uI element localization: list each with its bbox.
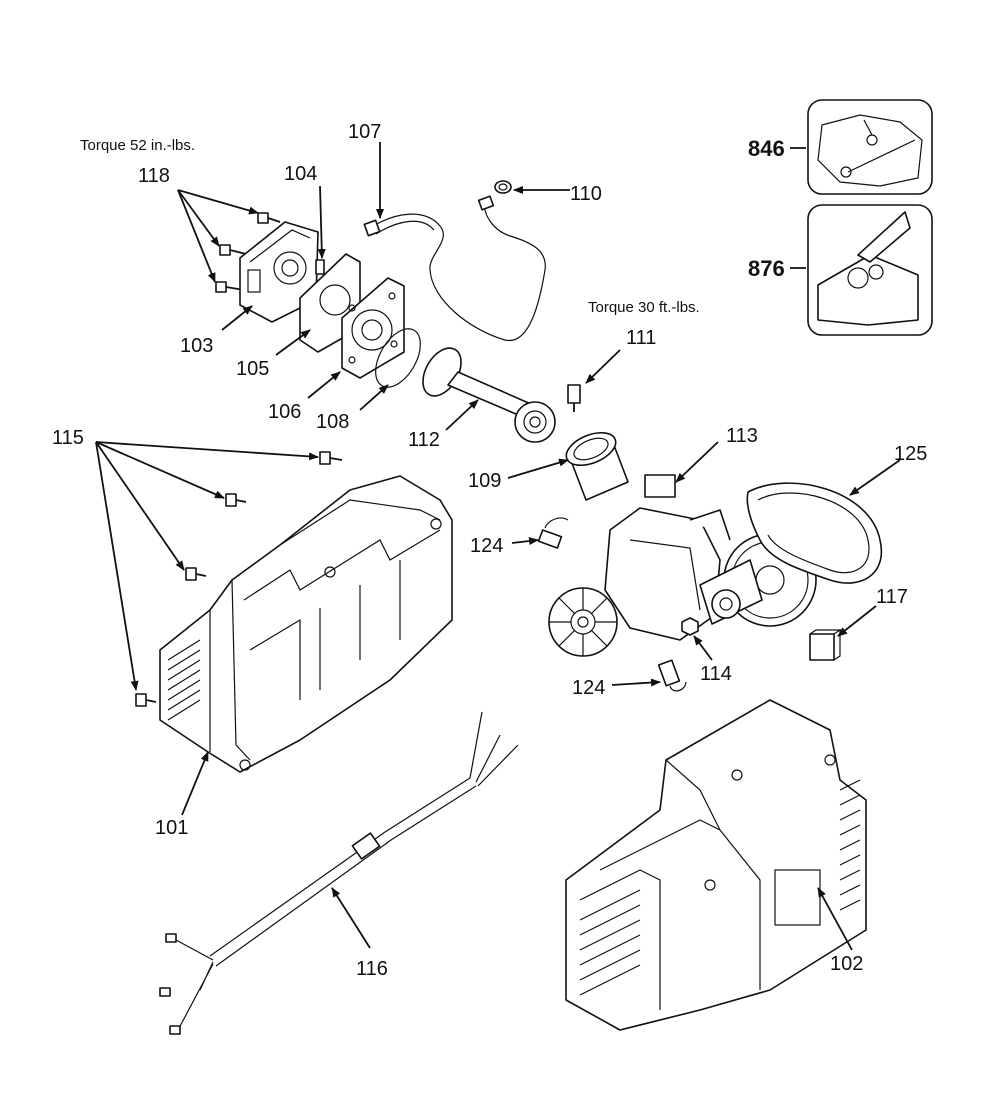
brush-124-upper: [537, 517, 569, 549]
leader-lines: [95, 142, 901, 951]
callout-labels: 118 104 103 105 106 108 107 110 111 112 …: [52, 121, 927, 980]
connecting-rod-112: [422, 347, 556, 443]
valve-104: [315, 259, 325, 275]
callout-124-lower: 124: [572, 677, 605, 699]
callout-102: 102: [830, 953, 863, 975]
callout-124-upper: 124: [470, 535, 503, 557]
cylinder-head-103: [239, 221, 319, 323]
callout-113: 113: [726, 425, 758, 447]
callout-105: 105: [236, 358, 269, 380]
callout-876: 876: [748, 256, 785, 281]
callout-104: 104: [284, 163, 317, 185]
rear-shroud-101: [159, 475, 453, 773]
head-bolts-118: [215, 212, 281, 293]
callout-112: 112: [408, 429, 440, 451]
callout-846: 846: [748, 136, 785, 161]
callout-111: 111: [626, 327, 656, 349]
callout-101: 101: [155, 817, 188, 839]
callout-103: 103: [180, 335, 213, 357]
callout-106: 106: [268, 401, 301, 423]
callout-108: 108: [316, 411, 349, 433]
kit-876-box: [807, 204, 933, 336]
callout-118: 118: [138, 165, 170, 187]
pad-117: [809, 628, 842, 661]
callout-109: 109: [468, 470, 501, 492]
belt-125: [746, 482, 883, 584]
callout-116: 116: [356, 958, 388, 980]
shroud-screws-115: [135, 451, 343, 707]
callout-117: 117: [876, 586, 908, 608]
power-cord-116: [159, 711, 519, 1035]
callout-115: 115: [52, 427, 84, 449]
front-shroud-102: [565, 699, 867, 1031]
outlet-tube-107: [363, 195, 546, 341]
cylinder-sleeve-109: [565, 431, 629, 501]
clamp-110: [494, 180, 512, 194]
valve-plate-106: [341, 277, 405, 379]
nut-114: [681, 617, 699, 636]
kit-846-box: [807, 99, 933, 195]
callout-114: 114: [700, 663, 732, 685]
torque-note-rod: Torque 30 ft.-lbs.: [588, 299, 700, 316]
brush-124-lower: [657, 659, 687, 692]
callout-107: 107: [348, 121, 381, 143]
callout-125: 125: [894, 443, 927, 465]
screw-111: [567, 384, 581, 412]
callout-110: 110: [570, 183, 602, 205]
torque-note-head: Torque 52 in.-lbs.: [80, 137, 195, 154]
